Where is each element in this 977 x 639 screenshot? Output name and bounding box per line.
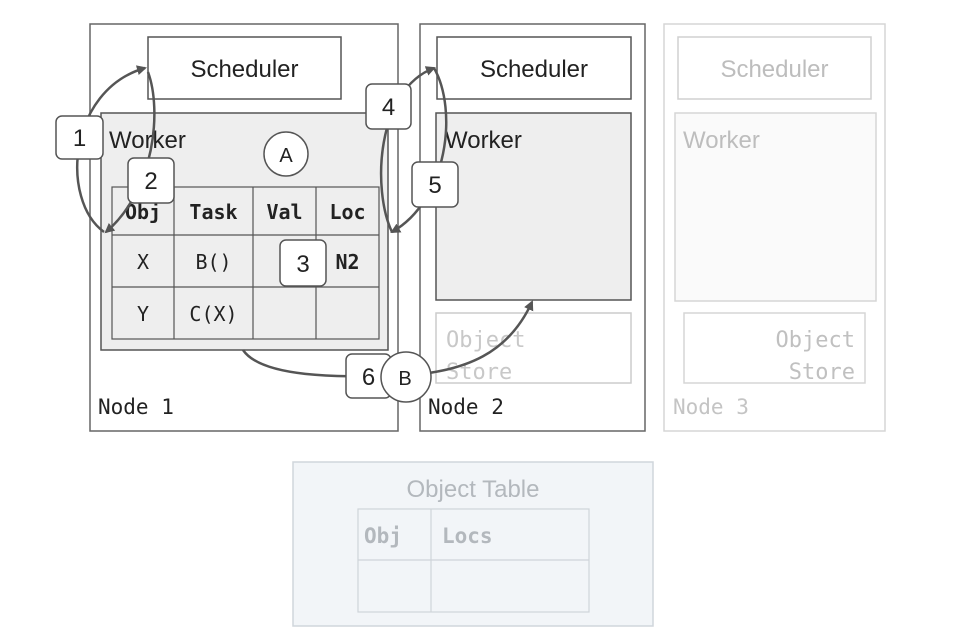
arrow-step-5 <box>390 67 448 234</box>
node-2-label: Node 2 <box>428 395 504 419</box>
node-2-scheduler-box[interactable] <box>436 36 632 100</box>
node-3: Scheduler Worker Object Store Node 3 <box>663 23 886 432</box>
node-1-scheduler-label: Scheduler <box>190 56 298 83</box>
node-2-worker-box[interactable] <box>435 112 632 301</box>
node-3-worker-label: Worker <box>683 127 760 154</box>
node-1-label: Node 1 <box>98 395 174 419</box>
node-1-scheduler-box[interactable] <box>147 36 342 100</box>
task-table-cell-obj: X <box>137 250 149 274</box>
svg-text:4: 4 <box>382 94 395 121</box>
object-table-title: Object Table <box>407 476 540 503</box>
task-table-cell-obj: Y <box>137 302 149 326</box>
object-table-header-obj: Obj <box>364 524 402 548</box>
step-badge-6: 6 <box>345 353 392 399</box>
step-badge-4: 4 <box>365 83 412 130</box>
task-table-cell-task: C(X) <box>189 302 237 326</box>
worker-a-badge <box>263 131 309 177</box>
arrow-step-4 <box>379 66 436 233</box>
arrow-step-2 <box>104 71 156 234</box>
worker-b-badge-label: B <box>398 368 411 390</box>
object-table: Object Table Obj Locs <box>292 461 654 627</box>
step-badges: 1 2 3 4 5 6 <box>55 83 459 399</box>
step-badge-3: 3 <box>279 239 327 287</box>
node-3-object-store-label-line2: Store <box>789 360 855 385</box>
svg-text:3: 3 <box>296 251 309 278</box>
svg-text:6: 6 <box>362 364 375 391</box>
node-2: Scheduler Worker Object Store Node 2 <box>419 23 646 432</box>
node-1: Scheduler Worker A Obj Task Val Loc X B(… <box>89 23 399 432</box>
task-table-header-task: Task <box>189 200 237 224</box>
task-table-header-loc: Loc <box>329 200 365 224</box>
worker-a-badge-label: A <box>279 145 293 167</box>
node-3-object-store-label-line1: Object <box>776 328 855 353</box>
node-1-worker-label: Worker <box>109 127 186 154</box>
svg-text:2: 2 <box>144 168 157 195</box>
step-badge-1: 1 <box>55 115 104 160</box>
task-table-header-val: Val <box>266 200 302 224</box>
task-table-cell-task: B() <box>195 250 231 274</box>
step-badge-5: 5 <box>411 161 459 208</box>
svg-text:5: 5 <box>428 172 441 199</box>
object-table-header-locs: Locs <box>442 524 493 548</box>
worker-b-badge: B <box>380 351 432 403</box>
node-2-worker-label: Worker <box>445 127 522 154</box>
task-table: Obj Task Val Loc X B() N2 Y C(X) <box>111 186 380 340</box>
task-table-cell-loc: N2 <box>335 250 359 274</box>
node-2-object-store-box[interactable] <box>435 312 632 384</box>
node-2-scheduler-label: Scheduler <box>480 56 588 83</box>
svg-text:1: 1 <box>73 125 86 152</box>
node-3-scheduler-box[interactable] <box>677 36 872 100</box>
node-3-worker-box[interactable] <box>674 112 877 302</box>
step-badge-2: 2 <box>127 157 175 204</box>
node-2-object-store-label-line2: Store <box>446 360 512 385</box>
node-3-label: Node 3 <box>673 395 749 419</box>
node-3-object-store-box[interactable] <box>683 312 866 384</box>
node-3-scheduler-label: Scheduler <box>720 56 828 83</box>
